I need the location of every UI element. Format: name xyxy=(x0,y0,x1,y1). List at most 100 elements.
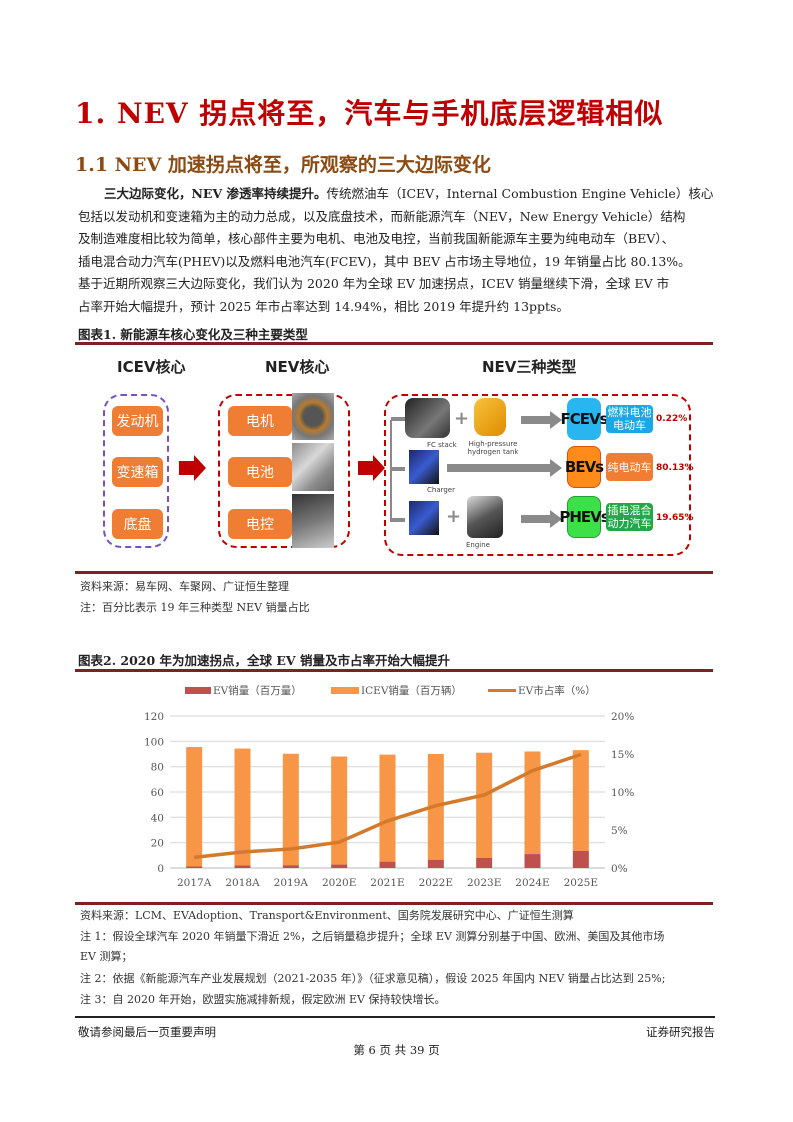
figure2-title: 图表2. 2020 年为加速拐点，全球 EV 销量及市占率开始大幅提升 xyxy=(78,653,450,668)
figure1-title: 图表1. 新能源车核心变化及三种主要类型 xyxy=(78,327,308,342)
legend-swatch-line xyxy=(488,689,516,692)
connector-arrow xyxy=(391,518,405,522)
phev-label: 插电混合动力汽车 xyxy=(606,503,653,531)
icev-part-chassis: 底盘 xyxy=(112,509,163,539)
fcev-label: 燃料电池电动车 xyxy=(606,405,653,433)
nev-types-header: NEV三种类型 xyxy=(482,358,577,376)
plus-icon: + xyxy=(446,506,462,527)
svg-text:0%: 0% xyxy=(611,863,628,875)
chart-axis-ticks: 0 20 40 60 80 100 120 0% 5% 10% 15% 20% 2017A 2018A 20… xyxy=(144,711,634,889)
legend-label: ICEV销量（百万辆） xyxy=(361,685,462,697)
chart-bars xyxy=(186,747,589,868)
connector-arrow xyxy=(521,515,551,523)
svg-text:60: 60 xyxy=(151,787,164,799)
figure1-source: 资料来源：易车网、车聚网、广证恒生整理 xyxy=(80,580,289,593)
tank-caption: High-pressure hydrogen tank xyxy=(467,440,519,456)
phev-label-line1: 插电混合 xyxy=(607,504,652,517)
svg-text:5%: 5% xyxy=(611,825,628,837)
icev-part-engine: 发动机 xyxy=(112,406,163,436)
fcev-badge: FCEVs xyxy=(560,398,609,440)
charger-image xyxy=(409,450,439,484)
battery-image xyxy=(292,443,334,491)
charger-image xyxy=(409,501,439,535)
svg-text:15%: 15% xyxy=(611,749,634,761)
footer-report-type: 证券研究报告 xyxy=(646,1025,715,1039)
legend-icev-sales: ICEV销量（百万辆） xyxy=(331,683,462,698)
svg-text:2018A: 2018A xyxy=(225,877,260,889)
body-paragraph: 三大边际变化，NEV 渗透率持续提升。传统燃油车（ICEV，Internal C… xyxy=(78,183,718,318)
section-heading: 1. NEV 拐点将至，汽车与手机底层逻辑相似 xyxy=(75,97,664,130)
svg-text:2019A: 2019A xyxy=(274,877,309,889)
legend-label: EV市占率（%） xyxy=(518,685,596,697)
connector-arrow xyxy=(447,464,551,472)
ev-sales-chart: 0 20 40 60 80 100 120 0% 5% 10% 15% 20% 2017A 2018A 20… xyxy=(144,711,634,889)
nev-part-controller: 电控 xyxy=(228,509,292,539)
footer-disclaimer: 敬请参阅最后一页重要声明 xyxy=(78,1025,216,1039)
connector-line xyxy=(390,420,392,522)
connector-arrow xyxy=(391,467,405,471)
figure2-note: 注 1：假设全球汽车 2020 年销量下滑近 2%，之后销量稳步提升；全球 EV… xyxy=(80,930,665,943)
arrow-head-icon xyxy=(550,459,562,477)
legend-swatch-icev xyxy=(331,687,359,694)
engine-caption: Engine xyxy=(466,541,490,549)
legend-swatch-ev xyxy=(185,687,211,694)
fc-stack-caption: FC stack xyxy=(427,441,457,449)
svg-text:120: 120 xyxy=(144,711,164,723)
plus-icon: + xyxy=(454,408,470,429)
fc-stack-image xyxy=(405,398,450,438)
engine-image xyxy=(467,496,503,538)
svg-text:0: 0 xyxy=(157,863,164,875)
svg-text:2023E: 2023E xyxy=(467,877,501,889)
svg-text:40: 40 xyxy=(151,812,164,824)
figure1-diagram: ICEV核心 NEV核心 NEV三种类型 发动机 变速箱 底盘 电机 电池 电控… xyxy=(75,346,713,568)
legend-ev-share: EV市占率（%） xyxy=(488,683,596,698)
nev-part-battery: 电池 xyxy=(228,457,292,487)
paragraph-line: 传统燃油车（ICEV，Internal Combustion Engine Ve… xyxy=(326,186,714,201)
paragraph-line: 及制造难度相比较为简单，核心部件主要为电机、电池及电控，当前我国新能源车主要为纯… xyxy=(78,231,675,246)
paragraph-line: 基于近期所观察三大边际变化，我们认为 2020 年为全球 EV 加速拐点，ICE… xyxy=(78,276,670,291)
footer-rule xyxy=(75,1016,715,1018)
charger-caption: Charger xyxy=(427,486,455,494)
svg-text:80: 80 xyxy=(151,762,164,774)
icev-core-box xyxy=(103,394,169,548)
svg-text:10%: 10% xyxy=(611,787,634,799)
icev-core-header: ICEV核心 xyxy=(117,358,186,376)
svg-text:20: 20 xyxy=(151,838,164,850)
phev-badge: PHEVs xyxy=(559,496,610,538)
figure2-top-rule xyxy=(75,669,713,672)
controller-image xyxy=(292,494,334,548)
phev-label-line2: 动力汽车 xyxy=(607,517,652,530)
arrow-head-icon xyxy=(194,455,206,481)
arrow-head-icon xyxy=(550,510,562,528)
paragraph-line: 插电混合动力汽车(PHEV)以及燃料电池汽车(FCEV)，其中 BEV 占市场主… xyxy=(78,253,691,269)
fcev-label-line1: 燃料电池 xyxy=(607,406,652,419)
bev-badge: BEVs xyxy=(565,446,604,488)
arrow-head-icon xyxy=(550,411,562,429)
legend-ev-sales: EV销量（百万量） xyxy=(185,683,302,698)
svg-text:2025E: 2025E xyxy=(564,877,598,889)
motor-image xyxy=(292,393,334,440)
arrow-icon xyxy=(358,461,374,475)
svg-text:2024E: 2024E xyxy=(515,877,549,889)
nev-core-header: NEV核心 xyxy=(265,358,330,376)
svg-text:100: 100 xyxy=(144,736,164,748)
figure1-note: 注：百分比表示 19 年三种类型 NEV 销量占比 xyxy=(80,601,310,614)
svg-text:2017A: 2017A xyxy=(177,877,212,889)
fcev-share: 0.22% xyxy=(656,414,688,424)
figure1-top-rule xyxy=(75,342,713,345)
figure2-note: 注 3：自 2020 年开始，欧盟实施减排新规，假定欧洲 EV 保持较快增长。 xyxy=(80,993,446,1006)
subsection-heading: 1.1 NEV 加速拐点将至，所观察的三大边际变化 xyxy=(75,154,491,176)
fcev-label-line2: 电动车 xyxy=(613,419,646,432)
paragraph-line: 包括以发动机和变速箱为主的动力总成，以及底盘技术，而新能源汽车（NEV，New … xyxy=(78,208,686,224)
svg-text:20%: 20% xyxy=(611,711,634,723)
page-number: 第 6 页 共 39 页 xyxy=(353,1043,440,1057)
connector-arrow xyxy=(521,416,551,424)
arrow-head-icon xyxy=(373,455,385,481)
figure2-note: EV 测算； xyxy=(80,950,133,963)
lead-bold-text: 三大边际变化，NEV 渗透率持续提升。 xyxy=(104,186,327,201)
figure2-note: 注 2：依据《新能源汽车产业发展规划（2021-2035 年）》（征求意见稿），… xyxy=(80,972,666,985)
nev-types-box xyxy=(384,394,691,556)
figure2-bottom-rule xyxy=(75,902,713,905)
icev-part-gearbox: 变速箱 xyxy=(112,457,163,487)
ev-share-line xyxy=(193,752,582,860)
